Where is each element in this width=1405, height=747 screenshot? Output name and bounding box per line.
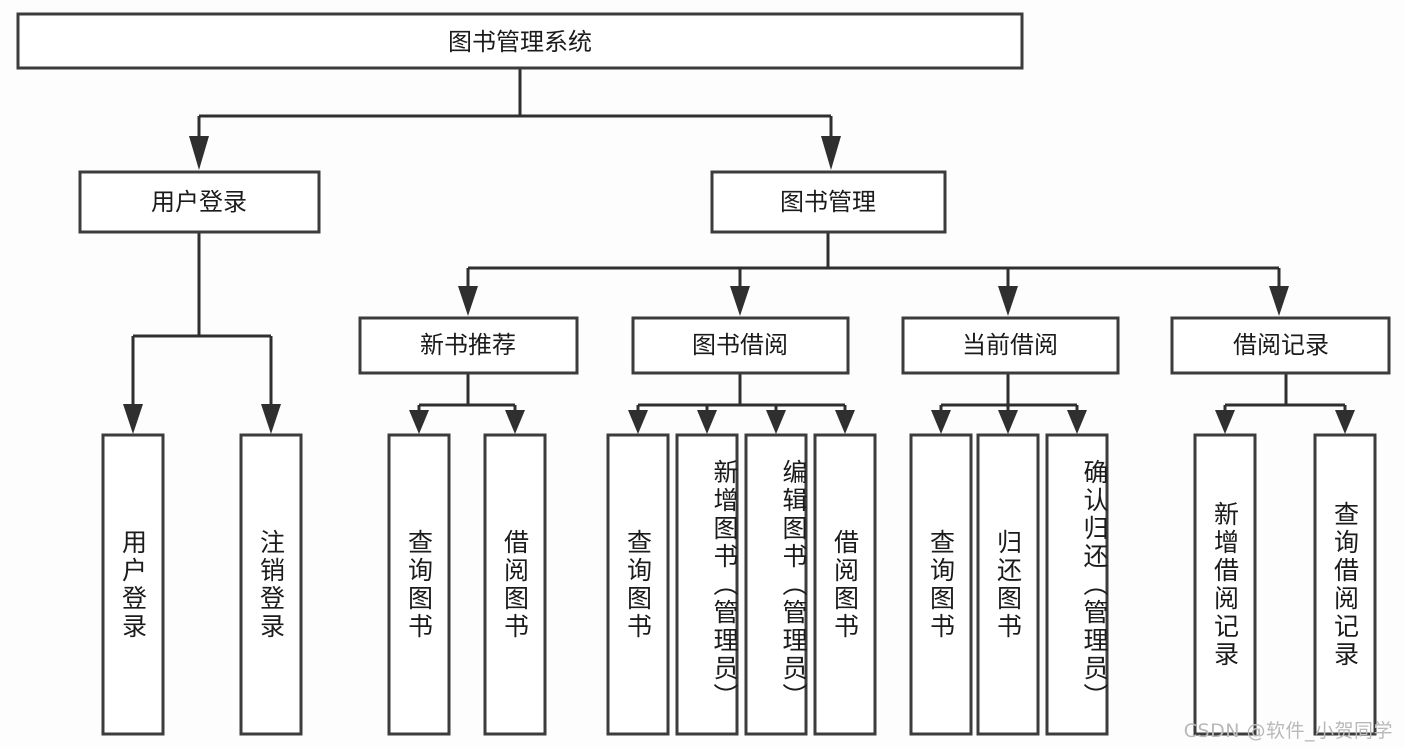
arrow-head-currentborrow-1 — [931, 410, 951, 434]
node-box-leaf-book-borrow-1[interactable] — [606, 433, 670, 736]
arrow-head-userlogin-2 — [261, 404, 281, 434]
arrow-head-bookborrow-1 — [628, 410, 648, 434]
connector-group-root — [189, 68, 841, 170]
arrow-head-root-1 — [189, 136, 209, 170]
node-box-leaf-new-book-2[interactable] — [483, 433, 547, 736]
node-label-book-management: 图书管理 — [780, 188, 876, 216]
node-box-leaf-user-login-1[interactable] — [101, 433, 165, 736]
connector-group-book-manage — [458, 232, 1289, 316]
arrow-head-userlogin-1 — [123, 404, 143, 434]
arrow-head-newbook-1 — [409, 410, 429, 434]
node-box-book-management[interactable] — [710, 170, 947, 234]
arrow-head-bookmanage-4 — [1269, 286, 1289, 316]
node-label-borrow-record: 借阅记录 — [1233, 331, 1329, 359]
node-box-current-borrow[interactable] — [901, 316, 1120, 375]
arrow-head-bookborrow-4 — [835, 410, 855, 434]
node-box-leaf-book-borrow-2[interactable] — [675, 433, 739, 736]
node-label-root: 图书管理系统 — [448, 28, 592, 56]
node-label-current-borrow: 当前借阅 — [962, 331, 1058, 359]
node-box-user-login[interactable] — [78, 170, 321, 234]
node-label-book-borrow: 图书借阅 — [692, 331, 788, 359]
arrow-head-bookmanage-3 — [998, 286, 1018, 316]
node-box-borrow-record[interactable] — [1170, 316, 1391, 375]
node-box-leaf-user-login-2[interactable] — [239, 433, 303, 736]
connector-group-new-book — [409, 373, 525, 434]
node-box-leaf-book-borrow-3[interactable] — [744, 433, 808, 736]
node-box-leaf-current-borrow-2[interactable] — [976, 433, 1040, 736]
arrow-head-root-2 — [821, 136, 841, 170]
arrow-head-currentborrow-3 — [1067, 410, 1087, 434]
node-box-book-borrow[interactable] — [631, 316, 850, 375]
connector-group-borrow-record — [1215, 373, 1355, 434]
connector-group-user-login — [123, 232, 281, 434]
node-box-leaf-new-book-1[interactable] — [387, 433, 451, 736]
node-box-leaf-current-borrow-3[interactable] — [1045, 433, 1109, 736]
watermark-text: CSDN @软件_小贺同学 — [1183, 720, 1393, 742]
connector-group-current-borrow — [931, 373, 1087, 434]
node-box-leaf-current-borrow-1[interactable] — [909, 433, 973, 736]
node-label-new-book-recommend: 新书推荐 — [420, 331, 516, 359]
arrow-head-bookmanage-2 — [730, 286, 750, 316]
arrow-head-newbook-2 — [505, 410, 525, 434]
connector-group-book-borrow — [628, 373, 855, 434]
node-box-leaf-borrow-record-1[interactable] — [1193, 433, 1257, 736]
arrow-head-currentborrow-2 — [998, 410, 1018, 434]
arrow-head-bookmanage-1 — [458, 286, 478, 316]
arrow-head-bookborrow-2 — [697, 410, 717, 434]
arrow-head-borrowrecord-2 — [1335, 410, 1355, 434]
node-box-leaf-borrow-record-2[interactable] — [1313, 433, 1377, 736]
node-box-leaf-book-borrow-4[interactable] — [813, 433, 877, 736]
arrow-head-borrowrecord-1 — [1215, 410, 1235, 434]
node-box-new-book-recommend[interactable] — [358, 316, 579, 375]
node-label-user-login: 用户登录 — [151, 188, 247, 216]
arrow-head-bookborrow-3 — [766, 410, 786, 434]
node-box-root[interactable] — [16, 12, 1024, 70]
